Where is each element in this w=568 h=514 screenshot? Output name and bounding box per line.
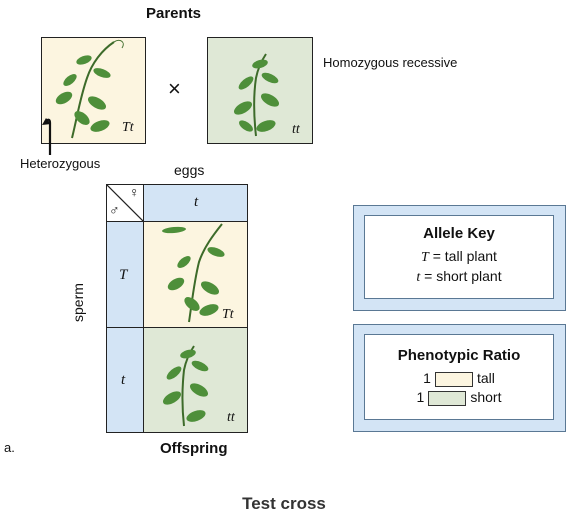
arrow-icon <box>42 118 52 155</box>
allele-key-inner: Allele Key T = tall plant t = short plan… <box>364 215 554 299</box>
phenotypic-ratio-panel: Phenotypic Ratio 1 tall 1 short <box>353 324 566 432</box>
diagonal-divider <box>107 185 144 222</box>
sperm-allele-cell-t: t <box>106 327 145 433</box>
sperm-label: sperm <box>70 283 86 322</box>
sperm-allele-T: T <box>119 267 128 283</box>
tall-plant-icon <box>55 39 124 139</box>
punnett-corner: ♂ ♀ <box>106 184 145 223</box>
short-plant-icon <box>233 53 280 137</box>
offspring-label: Offspring <box>160 440 228 457</box>
tall-plant-icon <box>162 223 225 323</box>
offspring-genotype-Tt: Tt <box>222 307 234 322</box>
ratio-row-short: 1 short <box>365 389 553 406</box>
parent-tall-box <box>41 37 146 144</box>
homozygous-recessive-label: Homozygous recessive <box>323 55 458 70</box>
allele-meaning: short plant <box>436 268 502 284</box>
sperm-allele-t: t <box>121 372 126 388</box>
allele-key-row: T = tall plant <box>365 248 553 266</box>
phenotypic-ratio-title: Phenotypic Ratio <box>397 347 521 364</box>
ratio-label: tall <box>476 370 495 386</box>
tall-swatch <box>434 371 473 387</box>
parent-short-box <box>207 37 313 144</box>
short-swatch <box>428 390 467 406</box>
panel-letter: a. <box>4 440 15 455</box>
right-genotype: tt <box>292 122 300 137</box>
ratio-count: 1 <box>423 370 431 386</box>
eggs-label: eggs <box>174 162 205 178</box>
allele-key-title: Allele Key <box>423 225 495 242</box>
allele-symbol: t <box>416 270 421 285</box>
phenotypic-ratio-inner: Phenotypic Ratio 1 tall 1 short <box>364 334 554 420</box>
allele-key-panel: Allele Key T = tall plant t = short plan… <box>353 205 566 311</box>
sperm-allele-cell-T: T <box>106 221 145 329</box>
left-genotype: Tt <box>122 120 134 135</box>
short-plant-icon <box>162 345 209 427</box>
heterozygous-label: Heterozygous <box>20 156 101 171</box>
allele-symbol: T <box>421 250 429 265</box>
offspring-genotype-tt: tt <box>227 410 235 425</box>
equals-sign: = <box>424 268 433 284</box>
allele-key-row: t = short plant <box>365 268 553 286</box>
figure-caption: Test cross <box>242 494 326 513</box>
egg-allele-cell: t <box>143 184 248 223</box>
allele-meaning: tall plant <box>444 248 497 264</box>
offspring-cell-short <box>143 327 248 433</box>
parents-title: Parents <box>146 5 202 22</box>
ratio-count: 1 <box>416 388 425 405</box>
cross-symbol: × <box>168 76 181 101</box>
equals-sign: = <box>432 248 441 264</box>
ratio-row-tall: 1 tall <box>365 370 553 387</box>
male-symbol-icon: ♂ <box>109 202 120 218</box>
female-symbol-icon: ♀ <box>129 184 140 200</box>
ratio-label: short <box>470 388 502 405</box>
egg-allele: t <box>194 194 199 210</box>
offspring-cell-tall <box>143 221 248 329</box>
